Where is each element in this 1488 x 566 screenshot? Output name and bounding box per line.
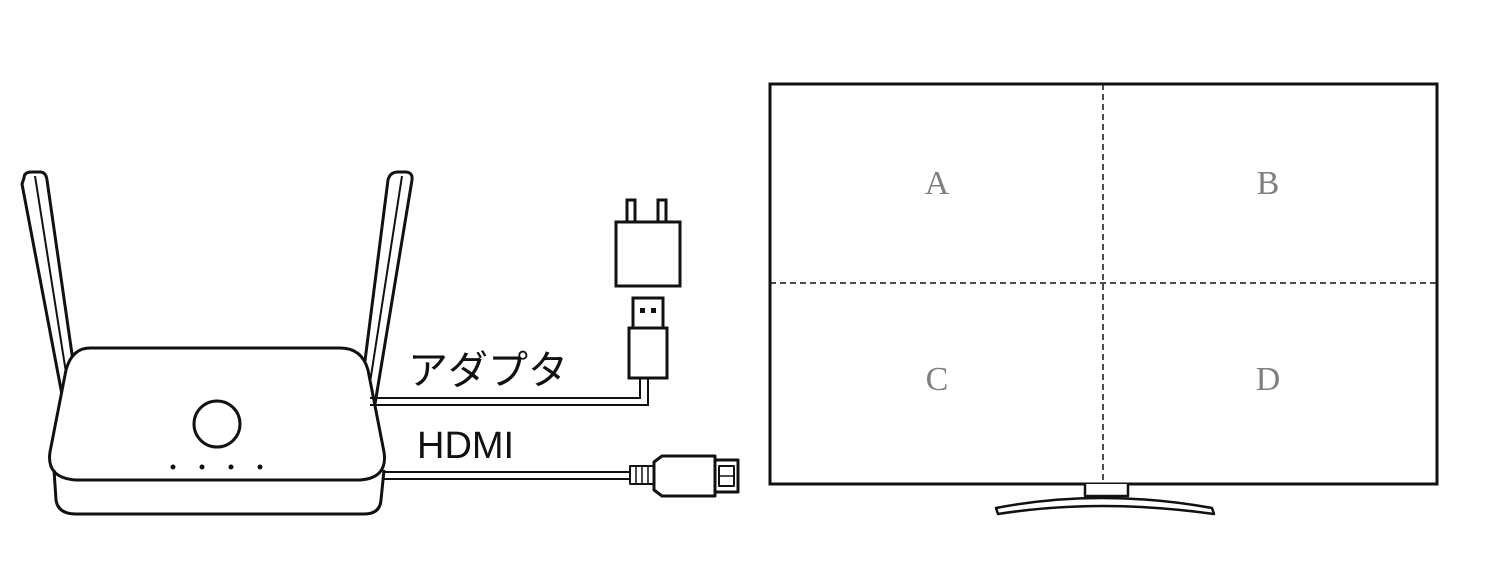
- hdmi-plug: [629, 454, 740, 498]
- receiver-base: [52, 469, 386, 516]
- right-antenna: [358, 170, 414, 406]
- display-screen: [768, 82, 1439, 486]
- quadrant-label-b: B: [1257, 165, 1280, 202]
- adapter-block: [614, 220, 682, 288]
- hdmi-label: HDMI: [417, 425, 514, 467]
- receiver-device: [20, 170, 414, 516]
- adapter-cable: [370, 377, 649, 406]
- hdmi-cable: [384, 471, 632, 480]
- left-antenna: [20, 170, 80, 402]
- quadrant-label-c: C: [926, 361, 949, 398]
- status-leds: [170, 464, 263, 470]
- usb-plug: [627, 296, 669, 380]
- display-stand: [994, 484, 1216, 516]
- quadrant-label-d: D: [1256, 361, 1281, 398]
- adapter-label: アダプタ: [408, 349, 568, 393]
- quadrant-label-a: A: [925, 165, 950, 202]
- receiver-body: [48, 346, 386, 482]
- power-adapter: [614, 198, 682, 288]
- power-button: [192, 399, 242, 449]
